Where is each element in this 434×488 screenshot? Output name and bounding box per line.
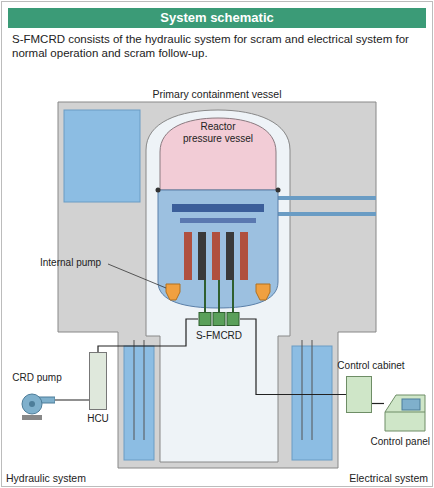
drive-shaft: [204, 280, 206, 312]
drive-shaft: [218, 280, 220, 312]
console-screen: [402, 399, 420, 410]
intro-text: S-FMCRD consists of the hydraulic system…: [12, 32, 422, 60]
flange-bolt: [276, 188, 281, 193]
steam-separator: [172, 204, 264, 212]
drive-unit: [213, 313, 225, 326]
pump-symbol: [19, 390, 55, 420]
fuel-assembly: [184, 232, 192, 280]
node-label: S-FMCRD: [196, 330, 242, 342]
drive-shaft: [232, 280, 234, 312]
system-label: Electrical system: [349, 472, 428, 484]
pump-node: CRD pump: [8, 372, 66, 422]
drive-unit: [227, 313, 239, 326]
feedwater-pipe: [278, 212, 376, 216]
pipe-line: [98, 319, 198, 352]
wetwell-pool: [124, 346, 154, 460]
pump-hub: [29, 401, 35, 407]
header-bar: System schematic: [8, 8, 426, 28]
pump-base: [22, 415, 42, 420]
vessel-region: Reactor pressure vessel: [181, 121, 255, 147]
flange-bolt: [156, 188, 161, 193]
node-label: Reactor pressure vessel: [181, 121, 255, 145]
pump-casing: [22, 394, 42, 414]
drive-unit: [199, 313, 211, 326]
node-label: Control panel: [371, 436, 430, 448]
panel-node: Control panel: [366, 392, 430, 450]
internal-pump: [256, 284, 270, 300]
vent-pipe: [134, 340, 135, 440]
pipe-line: [240, 319, 346, 395]
steam-pipe: [278, 196, 376, 200]
upper-pool: [64, 110, 140, 202]
vent-pipe: [312, 340, 313, 440]
console-body: [385, 395, 425, 431]
vent-pipe: [302, 340, 303, 440]
control-rod: [226, 232, 234, 280]
vent-pipe: [144, 340, 145, 440]
hcu-node: HCU: [80, 352, 116, 426]
vessel-head: [160, 118, 276, 190]
drive-units: [198, 312, 240, 326]
core-plate: [180, 218, 256, 223]
containment-region: Primary containment vesselReactor pressu…: [58, 88, 376, 468]
system-label: Hydraulic system: [6, 472, 86, 484]
hcu-box: [89, 352, 107, 410]
part-label: Internal pump: [40, 257, 101, 269]
console-symbol: [384, 394, 426, 432]
leader-line: [108, 264, 166, 288]
concrete-building: [58, 102, 376, 468]
drive-shape: [198, 312, 240, 326]
pipe-line: [372, 403, 384, 404]
console-desk: [385, 412, 425, 413]
cabinet-box: [346, 376, 372, 413]
node-label: Primary containment vessel: [153, 88, 282, 100]
node-label: CRD pump: [12, 372, 61, 384]
pump-shape: [19, 390, 55, 420]
pipe-line: [55, 399, 89, 400]
title-text: System schematic: [8, 8, 426, 28]
drive-group: S-FMCRD: [184, 310, 254, 344]
fuel-assembly: [240, 232, 248, 280]
node-label: Control cabinet: [337, 360, 404, 372]
node-label: HCU: [87, 413, 109, 425]
drywell-cavity: [146, 110, 290, 462]
internal-pump: [166, 284, 180, 300]
panel-shape: [384, 394, 426, 432]
control-rod: [198, 232, 206, 280]
fuel-assembly: [212, 232, 220, 280]
